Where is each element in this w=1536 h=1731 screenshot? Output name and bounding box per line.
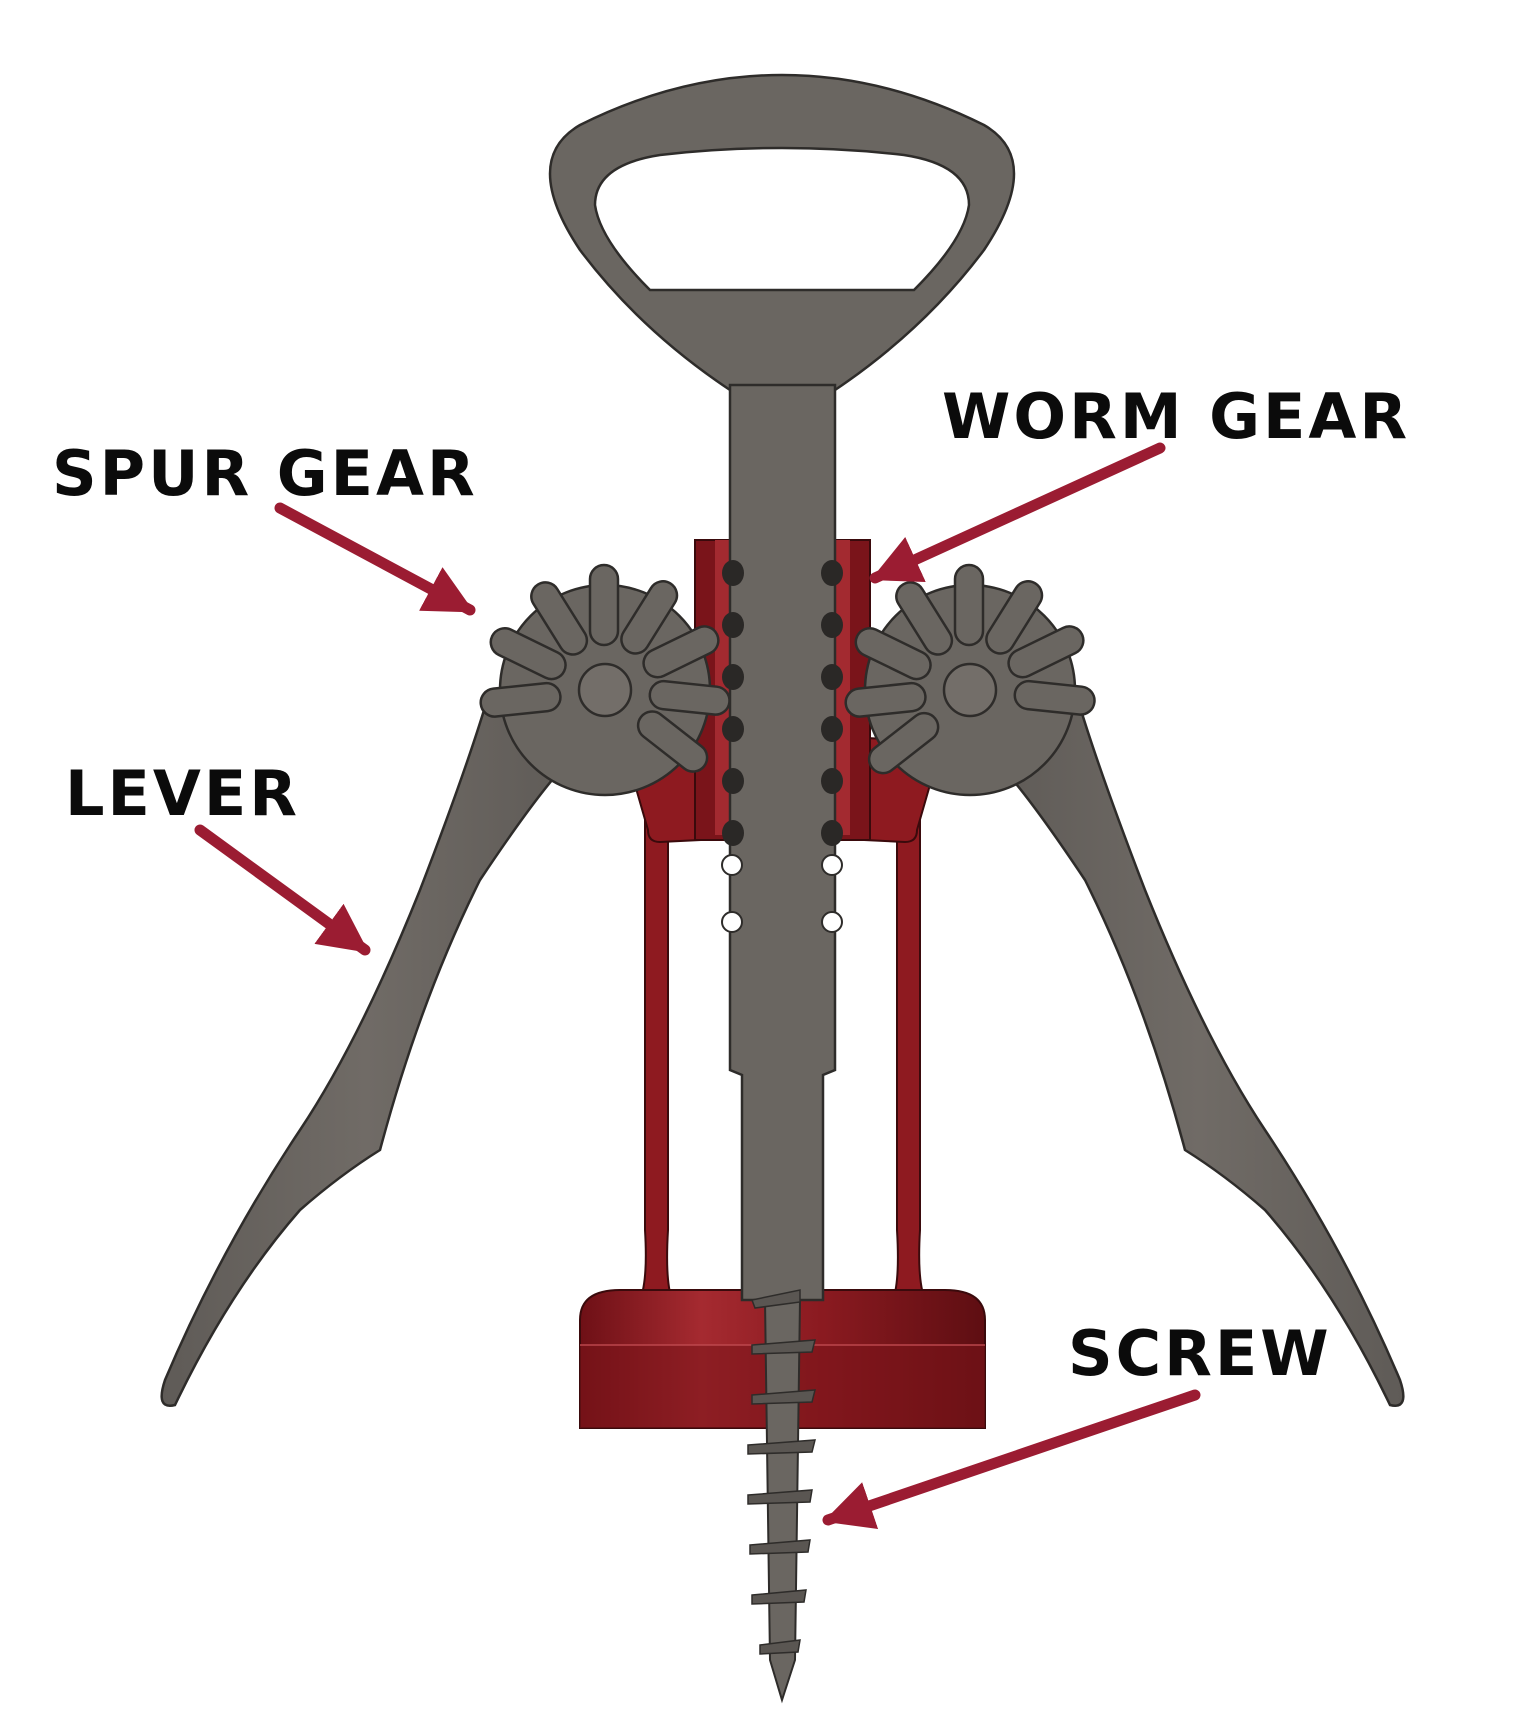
housing-left-leg (638, 789, 701, 1301)
housing-right-leg (864, 789, 927, 1301)
lever-label: LEVER (65, 757, 300, 830)
spur-gear-label: SPUR GEAR (52, 437, 478, 510)
handle (548, 73, 1016, 392)
worm-gear-stem (721, 383, 843, 1302)
right-lever (993, 688, 1405, 1407)
handle-opening (593, 146, 971, 292)
right-spur-gear (844, 563, 1096, 797)
worm-gear-arrow (869, 442, 1166, 584)
levers (160, 688, 1405, 1407)
lever-arrow (194, 824, 371, 956)
screw-label: SCREW (1068, 1317, 1332, 1390)
screw (747, 1289, 816, 1704)
worm-gear-label: WORM GEAR (942, 380, 1410, 453)
left-spur-gear (479, 563, 731, 797)
left-lever (160, 688, 572, 1407)
screw-arrow (822, 1389, 1201, 1530)
callout-arrows (194, 442, 1201, 1530)
spur-gear-arrow (274, 502, 476, 616)
